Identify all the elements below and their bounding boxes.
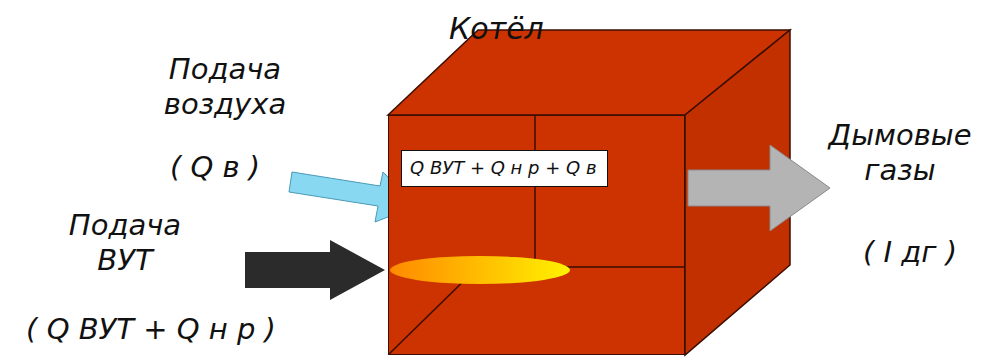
flue-gas-label: Дымовые газы xyxy=(812,118,988,188)
flue-gas-quantity: ( I дг ) xyxy=(850,235,970,270)
fuel-label: Подача ВУТ xyxy=(40,208,210,278)
flame xyxy=(390,256,570,284)
heat-formula: Q ВУТ + Q н р + Q в xyxy=(410,157,599,179)
fuel-quantity: ( Q ВУТ + Q н р ) xyxy=(6,312,296,347)
boiler-title: Котёл xyxy=(449,11,544,47)
boiler-box: КотёлQ ВУТ + Q н р + Q в xyxy=(388,115,685,355)
flue-gas-arrow xyxy=(688,145,830,231)
fuel-arrow xyxy=(245,240,385,300)
air-quantity: ( Q в ) xyxy=(160,150,270,185)
air-label: Подача воздуха xyxy=(140,52,310,122)
inner-edge xyxy=(534,115,536,267)
formula-box: Q ВУТ + Q н р + Q в xyxy=(401,150,608,187)
